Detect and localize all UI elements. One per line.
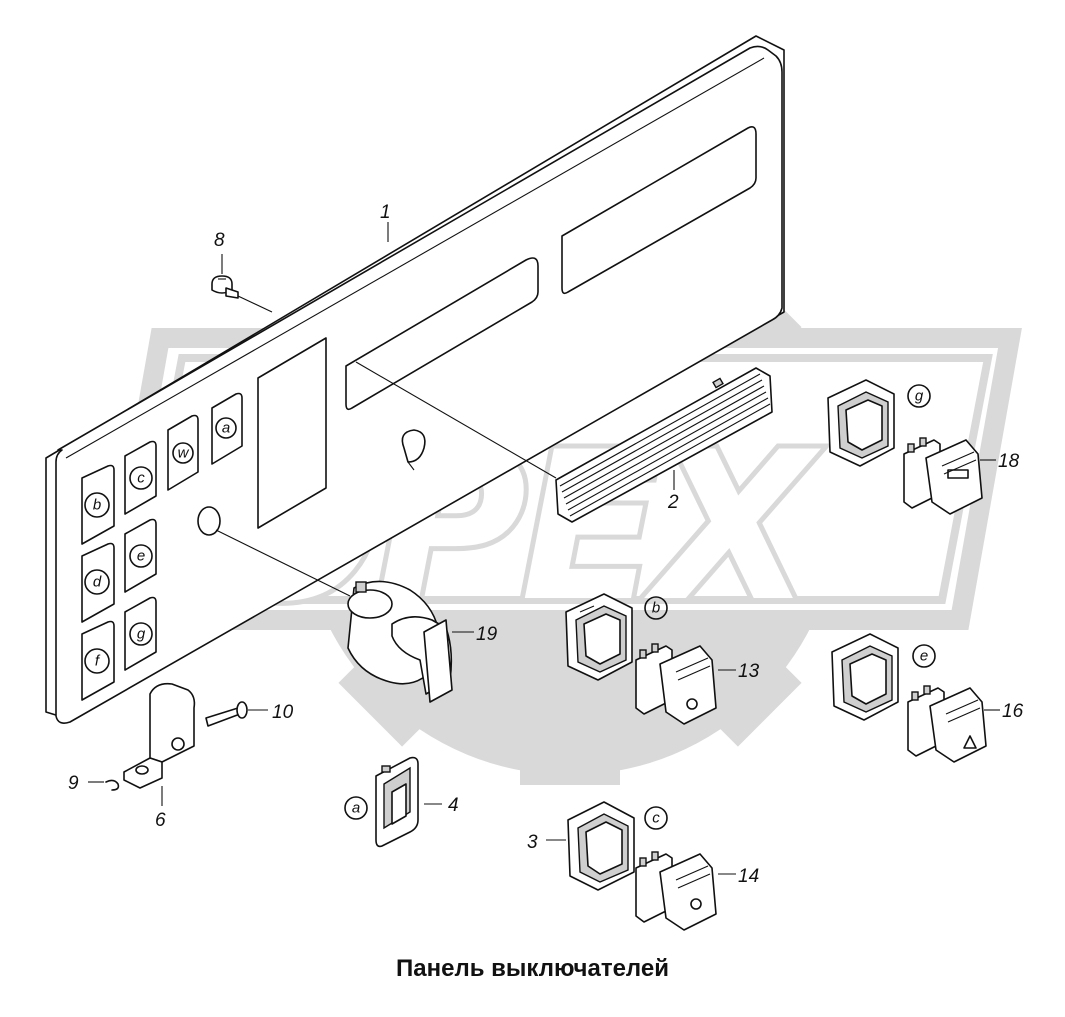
panel-slot-c: c [124,440,157,515]
callout-8: 8 [214,230,225,251]
panel-slot-d: d [81,542,115,623]
rocker-switch-18 [903,437,996,515]
letter-a-4: a [352,800,360,817]
switch-housing-c [546,801,635,891]
panel-slot-e: e [124,518,157,593]
slot-letter-g: g [137,626,146,643]
diagram-caption: Панель выключателей [396,955,669,982]
callout-10: 10 [272,702,294,723]
switch-housing-b [565,593,633,681]
ignition-switch-19 [215,529,474,703]
callout-19: 19 [476,624,498,645]
callout-1: 1 [380,202,391,223]
callout-3: 3 [527,832,538,853]
letter-circle-e: e [912,644,936,668]
callout-9: 9 [68,773,79,794]
panel-slot-a: a [211,392,243,465]
rocker-switch-13 [635,643,736,725]
trim-strip-2 [355,361,773,523]
callout-4: 4 [448,795,459,816]
letter-circle-g: g [907,384,931,408]
pin-10 [205,701,268,727]
panel-slot-b: b [81,464,115,545]
slot-letter-d: d [93,574,102,591]
letter-g: g [915,388,924,405]
bracket-6 [123,682,196,806]
slot-letter-b: b [93,497,101,514]
callout-18: 18 [998,451,1020,472]
clip-9 [88,779,120,791]
slot-letter-c: c [137,470,145,487]
letter-c: c [652,810,660,827]
callout-2: 2 [667,492,679,513]
letter-b: b [652,600,660,617]
letter-e: e [920,648,928,665]
slot-letter-e: e [137,548,145,565]
letter-circle-c: c [644,806,668,830]
screw-8 [211,254,273,313]
rocker-switch-14 [635,851,736,931]
switch-panel [45,35,785,724]
panel-slot-w: w [167,414,199,491]
callout-14: 14 [738,866,759,887]
letter-circle-b: b [644,596,668,620]
slot-letter-a: a [222,420,230,437]
callout-16: 16 [1002,701,1024,722]
panel-slot-g: g [124,596,157,671]
switch-housing-g [827,379,895,467]
slot-letter-f: f [95,653,101,670]
switch-housing-e [831,633,899,721]
callout-6: 6 [155,810,166,831]
callout-13: 13 [738,661,760,682]
slot-letter-w: w [178,445,190,462]
indicator-frame-4: a [344,756,442,848]
rocker-switch-16 [907,685,1000,763]
panel-slot-f: f [81,620,115,701]
